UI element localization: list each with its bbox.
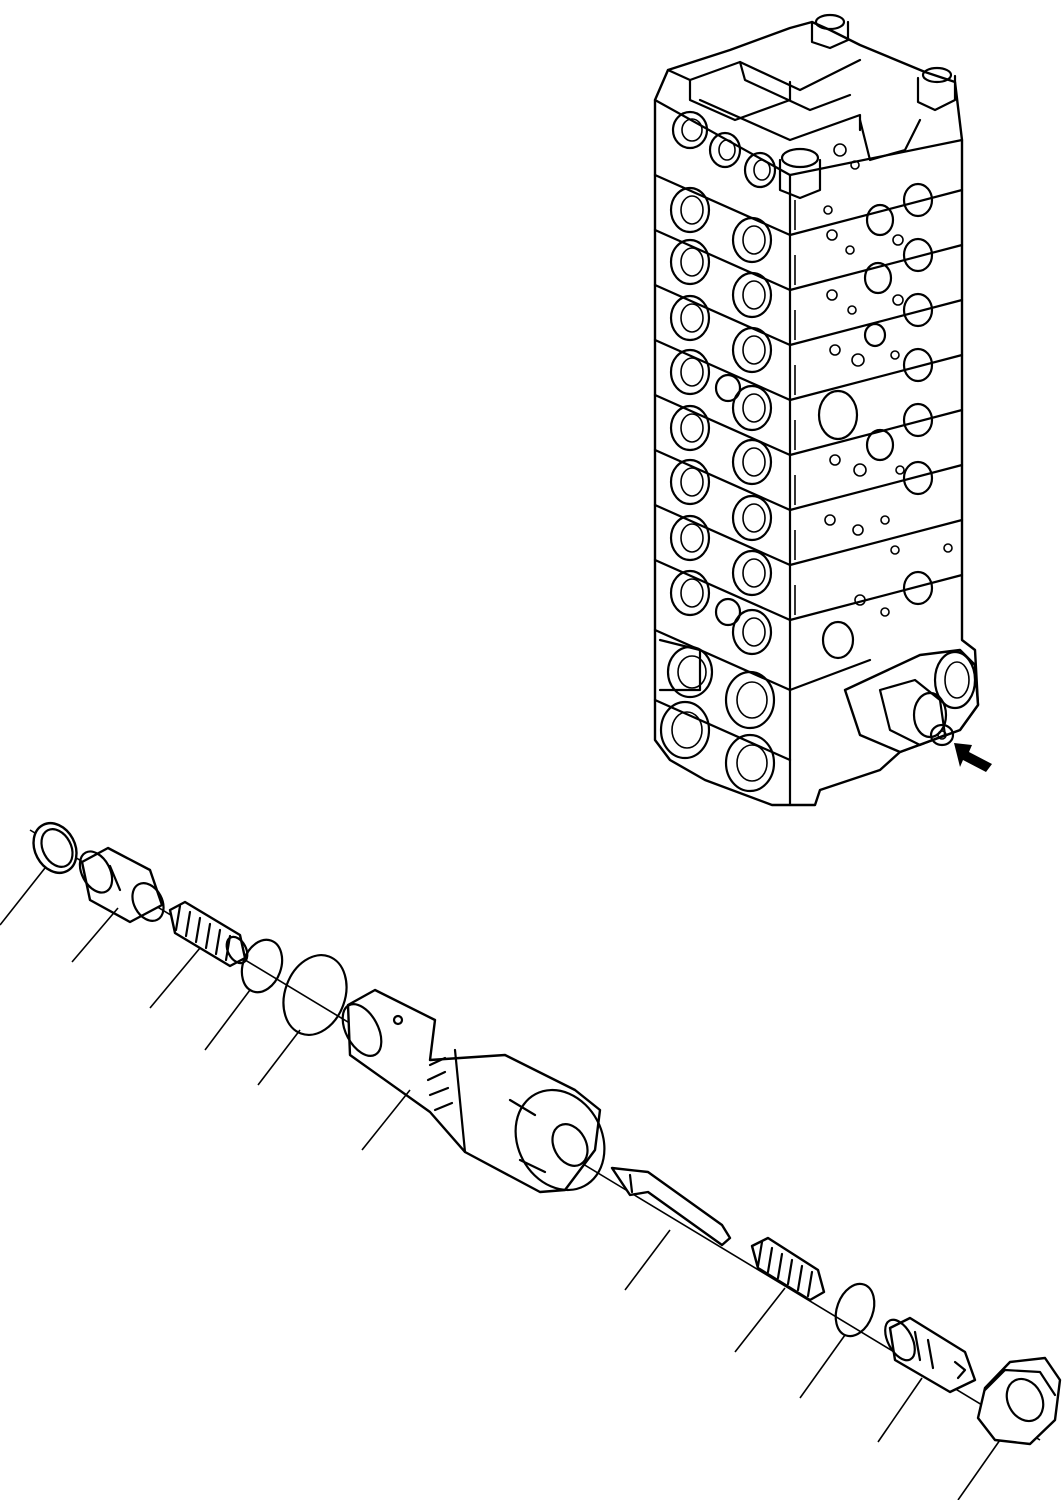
leader-o-ring	[799, 1334, 846, 1399]
leader-lock-nut	[957, 1439, 1001, 1500]
leader-ring	[0, 867, 46, 926]
ports-left-column	[669, 110, 777, 617]
leader-valve-body	[361, 1089, 411, 1151]
part-lock-nut	[976, 1356, 1062, 1446]
part-o-ring	[834, 1282, 876, 1338]
leader-o-ring-small	[204, 989, 251, 1051]
leader-plug	[71, 907, 119, 963]
leader-spring	[149, 947, 201, 1009]
exploded-parts	[29, 821, 1062, 1446]
part-o-ring-large	[282, 954, 348, 1036]
part-ring	[32, 821, 78, 875]
bottom-block	[653, 638, 792, 793]
side-face-holes	[817, 143, 953, 660]
part-plug	[78, 846, 165, 924]
leader-adjuster-plug	[877, 1377, 923, 1443]
part-valve-body	[341, 988, 606, 1194]
part-spring	[168, 900, 249, 968]
leader-o-ring-large	[257, 1029, 301, 1086]
part-adjuster-plug	[884, 1316, 977, 1394]
part-poppet-needle	[610, 1166, 732, 1247]
control-valve-assembly	[653, 13, 992, 807]
direction-arrow	[954, 743, 992, 772]
ports-middle-column	[714, 216, 773, 656]
callout-leaders	[0, 867, 1001, 1500]
leader-spring-small	[734, 1287, 786, 1353]
part-o-ring-small	[240, 938, 284, 994]
leader-poppet-needle	[624, 1229, 671, 1291]
part-spring-small	[750, 1236, 826, 1302]
relief-valve-installed	[843, 648, 980, 754]
